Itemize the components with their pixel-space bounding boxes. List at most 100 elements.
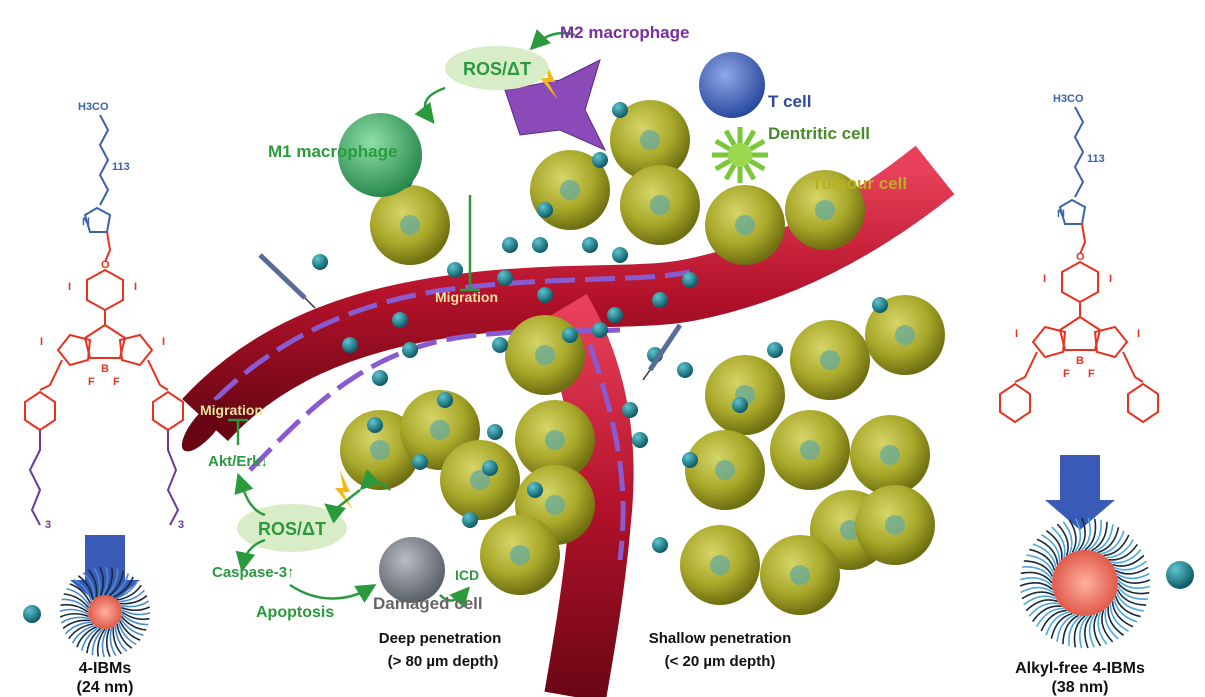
m2-macrophage-label: M2 macrophage xyxy=(560,23,689,42)
svg-text:F: F xyxy=(1063,368,1070,380)
svg-text:I: I xyxy=(1137,328,1140,340)
internalized-nanoparticle xyxy=(640,130,660,150)
nanoparticle xyxy=(412,454,428,470)
svg-text:113: 113 xyxy=(112,161,130,173)
m1-macrophage-label: M1 macrophage xyxy=(268,142,397,161)
right-micelle-name: Alkyl-free 4-IBMs xyxy=(1015,660,1145,677)
nanoparticle xyxy=(767,342,783,358)
light-bolt-icon xyxy=(335,470,353,510)
nanoparticle xyxy=(652,292,668,308)
apoptosis-label: Apoptosis xyxy=(256,604,334,621)
internalized-nanoparticle xyxy=(815,200,835,220)
tumour-cell-label: Tumour cell xyxy=(812,174,907,193)
shallow-depth-label: (< 20 µm depth) xyxy=(665,653,776,670)
arrow-down-icon xyxy=(1045,455,1115,530)
svg-text:B: B xyxy=(101,363,109,375)
nanoparticle xyxy=(342,337,358,353)
ros-label-bottom: ROS/ΔT xyxy=(258,519,326,539)
internalized-nanoparticle xyxy=(885,515,905,535)
nanoparticle xyxy=(482,460,498,476)
dendritic-cell-label: Dentritic cell xyxy=(768,124,870,143)
nanoparticle xyxy=(607,307,623,323)
internalized-nanoparticle xyxy=(535,345,555,365)
svg-text:H3CO: H3CO xyxy=(78,101,109,113)
right-molecule-structure: H3CO 113 N O I I I I B F F xyxy=(999,93,1159,424)
dendritic-cell xyxy=(712,127,768,183)
t-cell xyxy=(699,52,765,118)
internalized-nanoparticle xyxy=(370,440,390,460)
nanoparticle xyxy=(632,432,648,448)
deep-depth-label: (> 80 µm depth) xyxy=(388,653,499,670)
nanoparticles xyxy=(312,102,888,553)
nanoparticle xyxy=(532,237,548,253)
nanoparticle xyxy=(462,512,478,528)
m2-macrophage-cell xyxy=(504,59,607,152)
svg-text:F: F xyxy=(88,376,95,388)
akt-erk-label: Akt/Erk↓ xyxy=(208,453,268,470)
svg-text:H3CO: H3CO xyxy=(1053,93,1084,105)
pathway-arrows xyxy=(228,29,576,608)
svg-text:I: I xyxy=(1043,273,1046,285)
svg-text:I: I xyxy=(134,281,137,293)
nanoparticle xyxy=(592,152,608,168)
internalized-nanoparticle xyxy=(545,495,565,515)
internalized-nanoparticle xyxy=(510,545,530,565)
svg-text:N: N xyxy=(82,216,90,228)
migration-label-top: Migration xyxy=(435,289,498,305)
nanoparticle xyxy=(312,254,328,270)
migration-label-left: Migration xyxy=(200,402,263,418)
nanoparticle xyxy=(487,424,503,440)
internalized-nanoparticle xyxy=(545,430,565,450)
nanoparticle xyxy=(682,272,698,288)
right-micelle xyxy=(1019,517,1151,649)
svg-text:O: O xyxy=(1076,251,1085,263)
internalized-nanoparticle xyxy=(470,470,490,490)
right-micelle-size: (38 nm) xyxy=(1052,679,1109,696)
nanoparticle xyxy=(1166,561,1194,589)
svg-text:I: I xyxy=(1109,273,1112,285)
nanoparticle xyxy=(612,247,628,263)
nanoparticle xyxy=(23,605,41,623)
internalized-nanoparticle xyxy=(895,325,915,345)
syringe-icon xyxy=(258,253,316,309)
svg-text:113: 113 xyxy=(1087,153,1105,165)
nanoparticle xyxy=(402,342,418,358)
nanoparticle xyxy=(537,287,553,303)
svg-text:F: F xyxy=(1088,368,1095,380)
nanoparticle xyxy=(437,392,453,408)
syringe-icon xyxy=(642,323,683,381)
left-micelle-name: 4-IBMs xyxy=(79,660,132,677)
svg-text:B: B xyxy=(1076,355,1084,367)
svg-text:I: I xyxy=(40,336,43,348)
nanoparticle xyxy=(592,322,608,338)
nanoparticle xyxy=(372,370,388,386)
internalized-nanoparticle xyxy=(560,180,580,200)
nanoparticle xyxy=(527,482,543,498)
internalized-nanoparticle xyxy=(800,440,820,460)
internalized-nanoparticle xyxy=(715,460,735,480)
internalized-nanoparticle xyxy=(430,420,450,440)
ros-label-top: ROS/ΔT xyxy=(463,59,531,79)
light-bolt-icon xyxy=(540,60,558,100)
nanoparticle xyxy=(652,537,668,553)
svg-text:O: O xyxy=(101,259,110,271)
caspase-label: Caspase-3↑ xyxy=(212,564,295,581)
left-molecule-structure: H3CO 113 3 3 N O I I I I B F F xyxy=(24,101,184,531)
shallow-penetration-label: Shallow penetration xyxy=(649,630,792,647)
svg-text:I: I xyxy=(68,281,71,293)
nanoparticle xyxy=(562,327,578,343)
t-cell-label: T cell xyxy=(768,92,811,111)
damaged-cell-label: Damaged cell xyxy=(373,594,483,613)
nanoparticle xyxy=(732,397,748,413)
nanoparticle xyxy=(492,337,508,353)
internalized-nanoparticle xyxy=(820,350,840,370)
deep-penetration-label: Deep penetration xyxy=(379,630,502,647)
svg-text:F: F xyxy=(113,376,120,388)
nanoparticle xyxy=(537,202,553,218)
nanoparticle xyxy=(502,237,518,253)
icd-label: ICD xyxy=(455,567,479,583)
svg-text:I: I xyxy=(1015,328,1018,340)
m1-macrophage-cell xyxy=(338,113,422,197)
nanoparticle xyxy=(447,262,463,278)
nanoparticle xyxy=(612,102,628,118)
